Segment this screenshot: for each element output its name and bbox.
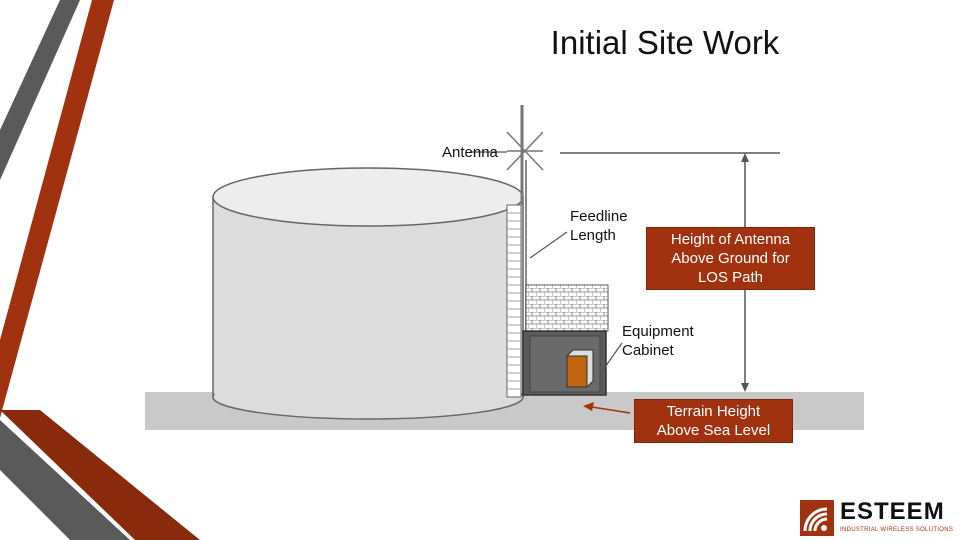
stripe-red-top — [0, 0, 114, 418]
ladder-rungs — [507, 212, 521, 390]
height-callout-line1: Height of Antenna — [670, 231, 791, 248]
terrain-callout-line2: Above Sea Level — [656, 422, 771, 439]
feedline-label: Feedline Length — [570, 207, 628, 245]
logo-tagline: INDUSTRIAL WIRELESS SOLUTIONS — [840, 527, 954, 533]
terrain-callout-line1: Terrain Height — [666, 403, 761, 420]
height-callout: Height of Antenna Above Ground for LOS P… — [646, 227, 815, 290]
stripe-red-bottom — [0, 410, 200, 540]
height-arrow-top — [741, 153, 749, 162]
stripe-gray-top — [0, 0, 80, 180]
antenna-label-text: Antenna — [442, 144, 498, 161]
stripe-gray-bottom — [0, 420, 130, 540]
feedline-pointer — [529, 231, 568, 259]
terrain-callout: Terrain Height Above Sea Level — [634, 399, 793, 443]
tank-top — [212, 167, 524, 227]
height-callout-line2: Above Ground for — [671, 250, 790, 267]
antenna-label: Antenna — [442, 143, 498, 162]
feedline-label-line1: Feedline — [570, 208, 628, 225]
page-title: Initial Site Work — [550, 24, 780, 61]
height-callout-line3: LOS Path — [697, 269, 764, 286]
equipment-label: Equipment Cabinet — [622, 322, 694, 360]
antenna-icon — [506, 131, 544, 171]
wireless-logo-icon — [800, 500, 834, 536]
feedline-label-line2: Length — [570, 227, 616, 244]
equipment-label-line2: Cabinet — [622, 342, 674, 359]
shelter-roof — [525, 284, 609, 332]
equipment-pointer — [602, 342, 623, 371]
cabinet-box — [566, 355, 588, 388]
terrain-arrow-head — [583, 402, 594, 411]
logo-name: ESTEEM — [840, 498, 945, 525]
height-arrow-bottom — [741, 383, 749, 392]
esteem-logo: ESTEEM INDUSTRIAL WIRELESS SOLUTIONS — [800, 498, 956, 538]
equipment-label-line1: Equipment — [622, 323, 694, 340]
terrain-arrow-line — [591, 406, 631, 414]
